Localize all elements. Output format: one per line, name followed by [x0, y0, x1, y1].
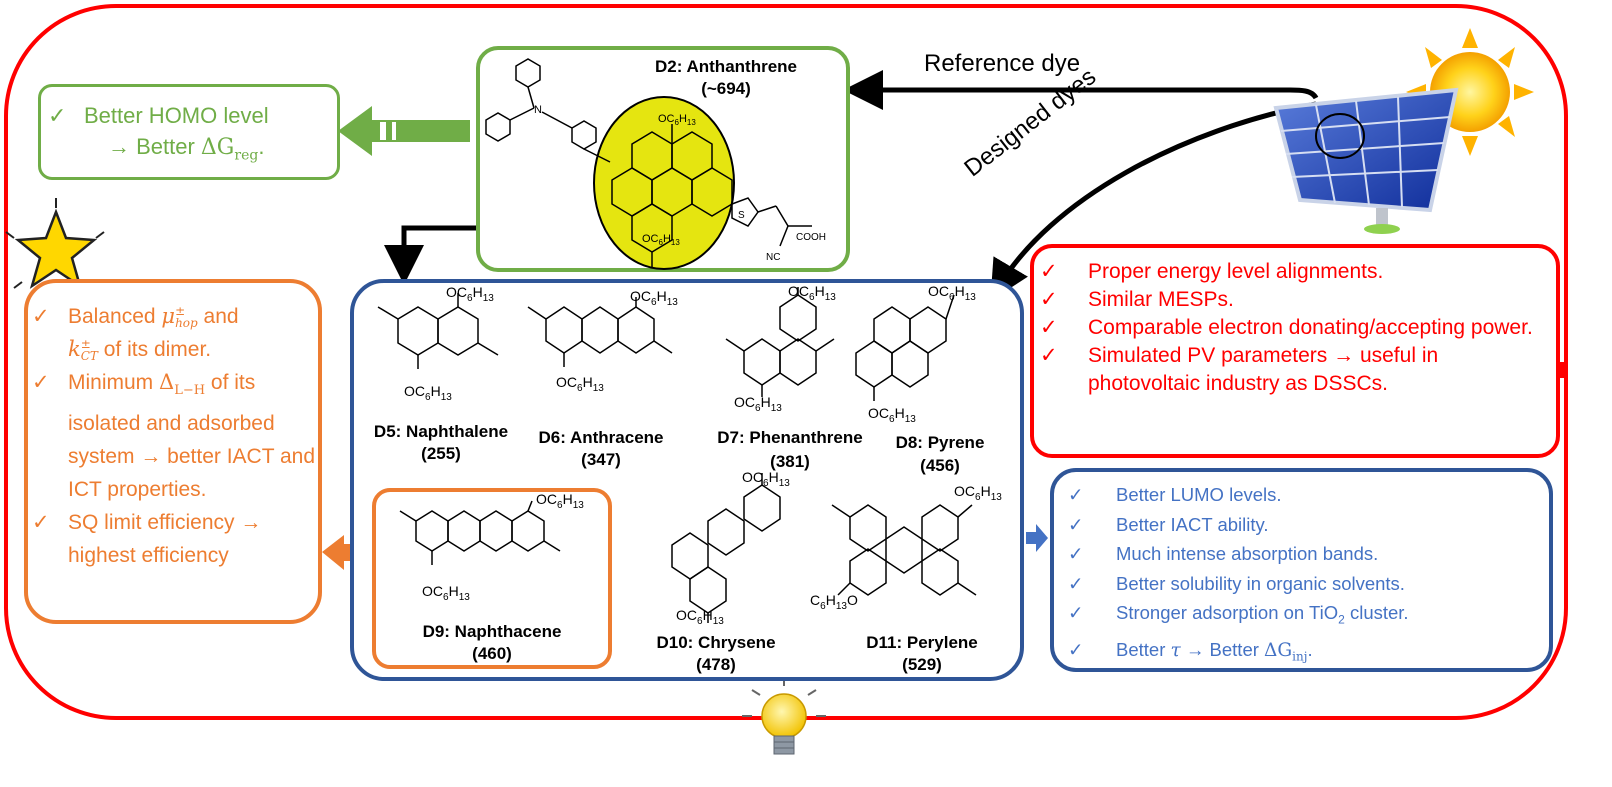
criteria-item: ✓Similar MESPs. [1040, 286, 1552, 314]
best-dye-item: ✓Minimum ΔL−H of its isolated and adsorb… [32, 366, 316, 506]
check-icon: ✓ [1068, 543, 1084, 564]
check-icon: ✓ [1040, 344, 1058, 367]
criteria-item: ✓Simulated PV parameters → useful in pho… [1040, 344, 1439, 395]
check-icon: ✓ [1068, 484, 1084, 505]
improvement-item: ✓Better LUMO levels. [1068, 480, 1546, 510]
homo-panel [38, 84, 340, 180]
dye-label: D8: Pyrene [895, 433, 985, 452]
substituent-top: OC6H13 [658, 113, 696, 127]
criteria-item: ✓Comparable electron donating/accepting … [1040, 314, 1552, 342]
improvement-item: ✓Better solubility in organic solvents. [1068, 569, 1546, 599]
improvements-panel [1050, 468, 1553, 672]
atom-n: N [534, 104, 542, 116]
check-icon: ✓ [1068, 602, 1084, 623]
dye-value: (460) [472, 644, 512, 663]
substituent-label: OC6H13 [422, 583, 470, 603]
homo-list: ✓Better HOMO level → Better ΔGreg. [48, 100, 333, 171]
improvement-item: ✓Stronger adsorption on TiO2 cluster. [1068, 598, 1546, 635]
criteria-item: ✓Proper energy level alignments. [1040, 258, 1552, 286]
substituent-label: OC6H13 [446, 284, 494, 304]
dye-value: (456) [920, 456, 960, 475]
reference-dye-value: (~694) [701, 79, 751, 98]
substituent-label: OC6H13 [404, 383, 452, 403]
check-icon: ✓ [32, 511, 50, 535]
dye-label: D11: Perylene [866, 633, 978, 652]
substituent-label: OC6H13 [868, 405, 916, 425]
reference-dye-label: Reference dye [924, 50, 1081, 77]
check-icon: ✓ [48, 103, 67, 128]
best-dye-panel [24, 279, 322, 624]
group-cooh: COOH [796, 232, 826, 243]
orange-arrow [322, 535, 372, 570]
group-nc: NC [766, 252, 780, 263]
reference-dye-name: D2: Anthanthrene [655, 57, 797, 76]
dye-value: (255) [421, 444, 461, 463]
designed-structures [377, 287, 977, 623]
substituent-label: OC6H13 [630, 288, 678, 308]
lightbulb-icon [742, 677, 826, 755]
improvement-item: ✓Better τ → Better ΔGinj. [1068, 635, 1546, 672]
substituent-label: OC6H13 [676, 607, 724, 627]
substituent-label: OC6H13 [788, 283, 836, 303]
improvements-list: ✓Better LUMO levels. ✓Better IACT abilit… [1068, 480, 1546, 672]
dye-label: D10: Chrysene [656, 633, 776, 652]
d2-structure: N S COOH NC OC6H13 OC6H13 [485, 58, 826, 270]
design-criteria-list: ✓Proper energy level alignments. ✓Simila… [1040, 258, 1552, 398]
atom-s: S [738, 210, 745, 221]
blue-arrow [1026, 524, 1048, 552]
best-dye-item: ✓SQ limit efficiency → highest efficienc… [32, 506, 316, 572]
homo-item: ✓Better HOMO level [48, 100, 333, 131]
dye-label: D6: Anthracene [538, 428, 664, 447]
check-icon: ✓ [1068, 572, 1084, 594]
solar-panel-icon [1273, 87, 1459, 234]
check-icon: ✓ [32, 305, 50, 328]
improvement-item: ✓Much intense absorption bands. [1068, 539, 1546, 569]
substituent-label-prefix: C6H13O [810, 592, 858, 612]
dye-value: (529) [902, 655, 942, 674]
green-arrow [338, 106, 470, 156]
check-icon: ✓ [1040, 316, 1058, 339]
check-icon: ✓ [1068, 639, 1084, 661]
dye-value: (478) [696, 655, 736, 674]
dye-value: (347) [581, 450, 621, 469]
substituent-label: OC6H13 [928, 283, 976, 303]
substituent-label: OC6H13 [734, 394, 782, 414]
substituent-bottom: OC6H13 [642, 233, 680, 247]
reference-arrow [843, 70, 1319, 110]
substituent-label: OC6H13 [536, 491, 584, 511]
dye-label: D9: Naphthacene [422, 622, 562, 641]
check-icon: ✓ [1040, 288, 1058, 311]
star-icon [5, 198, 105, 289]
substituent-label: OC6H13 [954, 483, 1002, 503]
check-icon: ✓ [32, 371, 50, 394]
check-icon: ✓ [1068, 513, 1084, 535]
substituent-label: OC6H13 [742, 469, 790, 489]
improvement-item: ✓Better IACT ability. [1068, 510, 1546, 540]
dye-label: D7: Phenanthrene [717, 428, 863, 447]
substituent-label: OC6H13 [556, 374, 604, 394]
design-criteria-panel [1030, 244, 1560, 458]
homo-item-2: → Better ΔGreg. [108, 134, 265, 164]
designed-arrow [990, 101, 1317, 301]
dye-value: (381) [770, 452, 810, 471]
dye-label: D5: Naphthalene [373, 422, 509, 441]
check-icon: ✓ [1040, 260, 1058, 283]
